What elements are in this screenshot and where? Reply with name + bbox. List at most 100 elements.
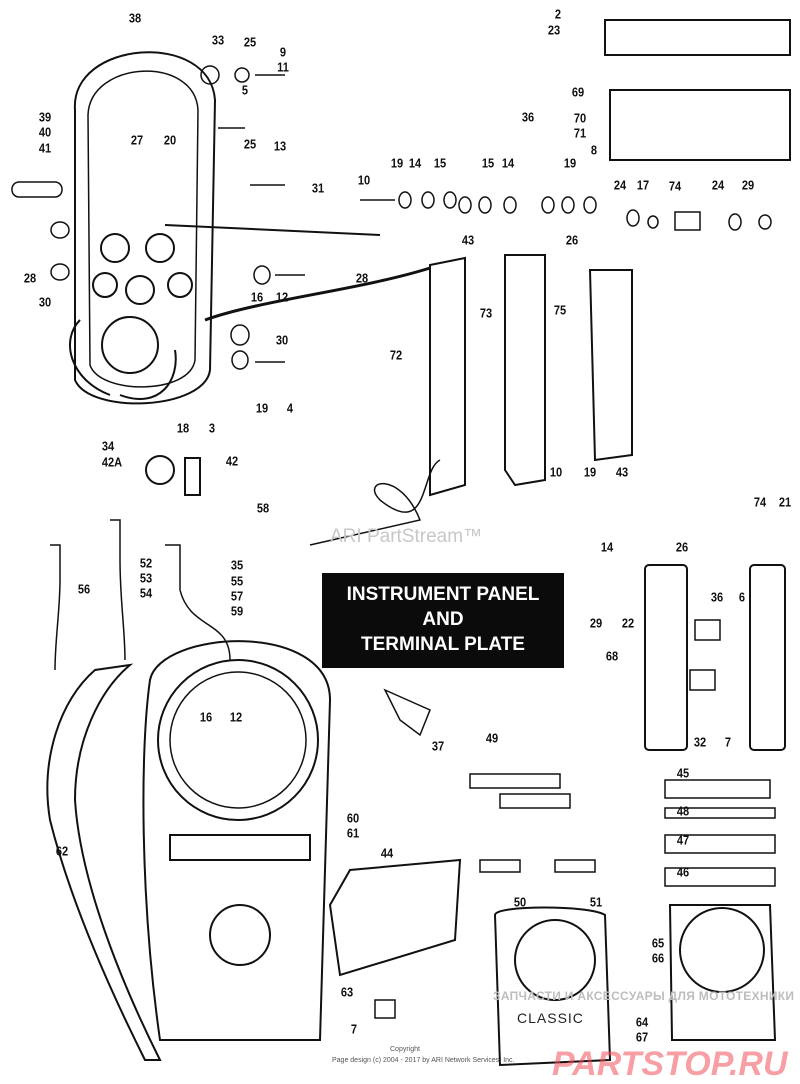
callout-number: 60: [346, 810, 360, 826]
callout-41: 41: [38, 142, 52, 155]
callout-31: 31: [311, 182, 325, 195]
callout-number: 57: [230, 588, 244, 604]
callout-number: 2: [554, 6, 562, 22]
callout-35: 35: [230, 559, 244, 572]
callout-number: 16: [199, 709, 213, 725]
callout-30: 30: [275, 334, 289, 347]
callout-number: 31: [311, 180, 325, 196]
callout-number: 16: [250, 289, 264, 305]
side-trim: [46, 663, 162, 1061]
callout-47: 47: [676, 834, 690, 847]
callout-10: 10: [549, 466, 563, 479]
callout-32: 32: [693, 736, 707, 749]
callout-number: 29: [589, 615, 603, 631]
callout-number: 6: [738, 589, 746, 605]
callout-number: 49: [485, 730, 499, 746]
callout-number: 19: [390, 155, 404, 171]
callout-number: 61: [346, 825, 360, 841]
callout-12: 12: [275, 291, 289, 304]
callout-number: 27: [130, 132, 144, 148]
callout-66: 66: [651, 952, 665, 965]
callout-7: 7: [724, 736, 731, 749]
callout-65: 65: [651, 937, 665, 950]
callout-number: 68: [605, 648, 619, 664]
callout-58: 58: [256, 502, 270, 515]
callout-44: 44: [380, 847, 394, 860]
callout-number: 4: [286, 400, 294, 416]
callout-70: 70: [573, 112, 587, 125]
callout-number: 46: [676, 864, 690, 880]
callout-10: 10: [357, 174, 371, 187]
callout-20: 20: [163, 134, 177, 147]
callout-number: 14: [501, 155, 515, 171]
callout-43: 43: [615, 466, 629, 479]
callout-42: 42: [225, 455, 239, 468]
callout-number: 59: [230, 603, 244, 619]
callout-45: 45: [676, 767, 690, 780]
callout-60: 60: [346, 812, 360, 825]
callout-number: 10: [549, 464, 563, 480]
callout-2: 2: [554, 8, 561, 21]
callout-number: 3: [208, 420, 216, 436]
callout-number: 38: [128, 10, 142, 26]
callout-51: 51: [589, 896, 603, 909]
callout-number: 63: [340, 984, 354, 1000]
instrument-housing: [73, 51, 217, 405]
callout-number: 45: [676, 765, 690, 781]
callout-52: 52: [139, 557, 153, 570]
callout-number: 74: [753, 494, 767, 510]
callout-number: 44: [380, 845, 394, 861]
callout-49: 49: [485, 732, 499, 745]
callout-18: 18: [176, 422, 190, 435]
partstream-watermark: ARI PartStream™: [330, 526, 483, 547]
callout-68: 68: [605, 650, 619, 663]
callout-number: 17: [636, 177, 650, 193]
callout-number: 30: [38, 294, 52, 310]
callout-number: 54: [139, 585, 153, 601]
callout-67: 67: [635, 1031, 649, 1044]
callout-number: 67: [635, 1029, 649, 1045]
callout-number: 42: [225, 453, 239, 469]
callout-number: 23: [547, 22, 561, 38]
callout-37: 37: [431, 740, 445, 753]
callout-number: 7: [724, 734, 732, 750]
callout-75: 75: [553, 304, 567, 317]
callout-46: 46: [676, 866, 690, 879]
callout-5: 5: [241, 84, 248, 97]
callout-74: 74: [753, 496, 767, 509]
callout-number: 71: [573, 125, 587, 141]
callout-55: 55: [230, 575, 244, 588]
callout-number: 19: [255, 400, 269, 416]
callout-50: 50: [513, 896, 527, 909]
callout-number: 26: [565, 232, 579, 248]
callout-40: 40: [38, 126, 52, 139]
callout-19: 19: [255, 402, 269, 415]
callout-number: 47: [676, 832, 690, 848]
callout-15: 15: [433, 157, 447, 170]
housing-inner: [87, 70, 199, 388]
callout-number: 29: [741, 177, 755, 193]
callout-16: 16: [250, 291, 264, 304]
callout-16: 16: [199, 711, 213, 724]
callout-number: 20: [163, 132, 177, 148]
callout-56: 56: [77, 583, 91, 596]
callout-63: 63: [340, 986, 354, 999]
callout-number: 35: [230, 557, 244, 573]
callout-number: 13: [273, 138, 287, 154]
shop-tagline-watermark: ЗАПЧАСТИ И АКСЕССУАРЫ ДЛЯ МОТОТЕХНИКИ: [493, 989, 795, 1003]
callout-36: 36: [710, 591, 724, 604]
callout-19: 19: [390, 157, 404, 170]
terminal-strip: [429, 256, 466, 497]
callout-number: 55: [230, 573, 244, 589]
callout-30: 30: [38, 296, 52, 309]
callout-59: 59: [230, 605, 244, 618]
callout-number: 21: [778, 494, 792, 510]
callout-number: 8: [590, 142, 598, 158]
title-line-3: TERMINAL PLATE: [361, 633, 525, 655]
title-line-1: INSTRUMENT PANEL: [346, 584, 540, 606]
callout-29: 29: [741, 179, 755, 192]
callout-74: 74: [668, 180, 682, 193]
callout-27: 27: [130, 134, 144, 147]
